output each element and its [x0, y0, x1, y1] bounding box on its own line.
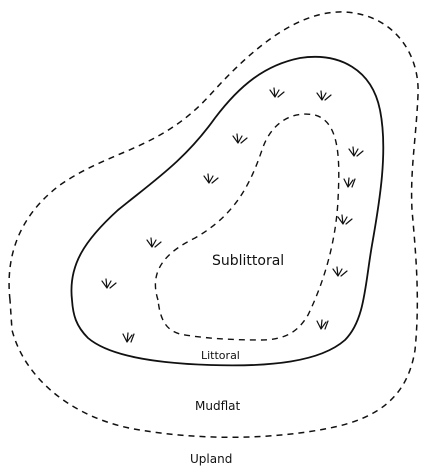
grass-tuft-icon	[317, 91, 331, 100]
mudflat-label: Mudflat	[195, 399, 240, 413]
grass-tuft-icon	[349, 147, 363, 156]
vegetation-tufts	[102, 88, 363, 342]
sublittoral-label: Sublittoral	[212, 253, 284, 269]
littoral-label: Littoral	[201, 349, 240, 362]
littoral-outer-boundary	[71, 57, 383, 366]
grass-tuft-icon	[204, 174, 218, 183]
grass-tuft-icon	[317, 320, 328, 329]
grass-tuft-icon	[338, 215, 352, 224]
sublittoral-boundary	[155, 114, 338, 340]
grass-tuft-icon	[147, 238, 161, 247]
grass-tuft-icon	[344, 178, 355, 187]
grass-tuft-icon	[102, 279, 116, 288]
grass-tuft-icon	[270, 88, 284, 97]
grass-tuft-icon	[333, 267, 347, 276]
upland-label: Upland	[190, 452, 232, 466]
grass-tuft-icon	[233, 134, 247, 143]
grass-tuft-icon	[123, 333, 134, 342]
